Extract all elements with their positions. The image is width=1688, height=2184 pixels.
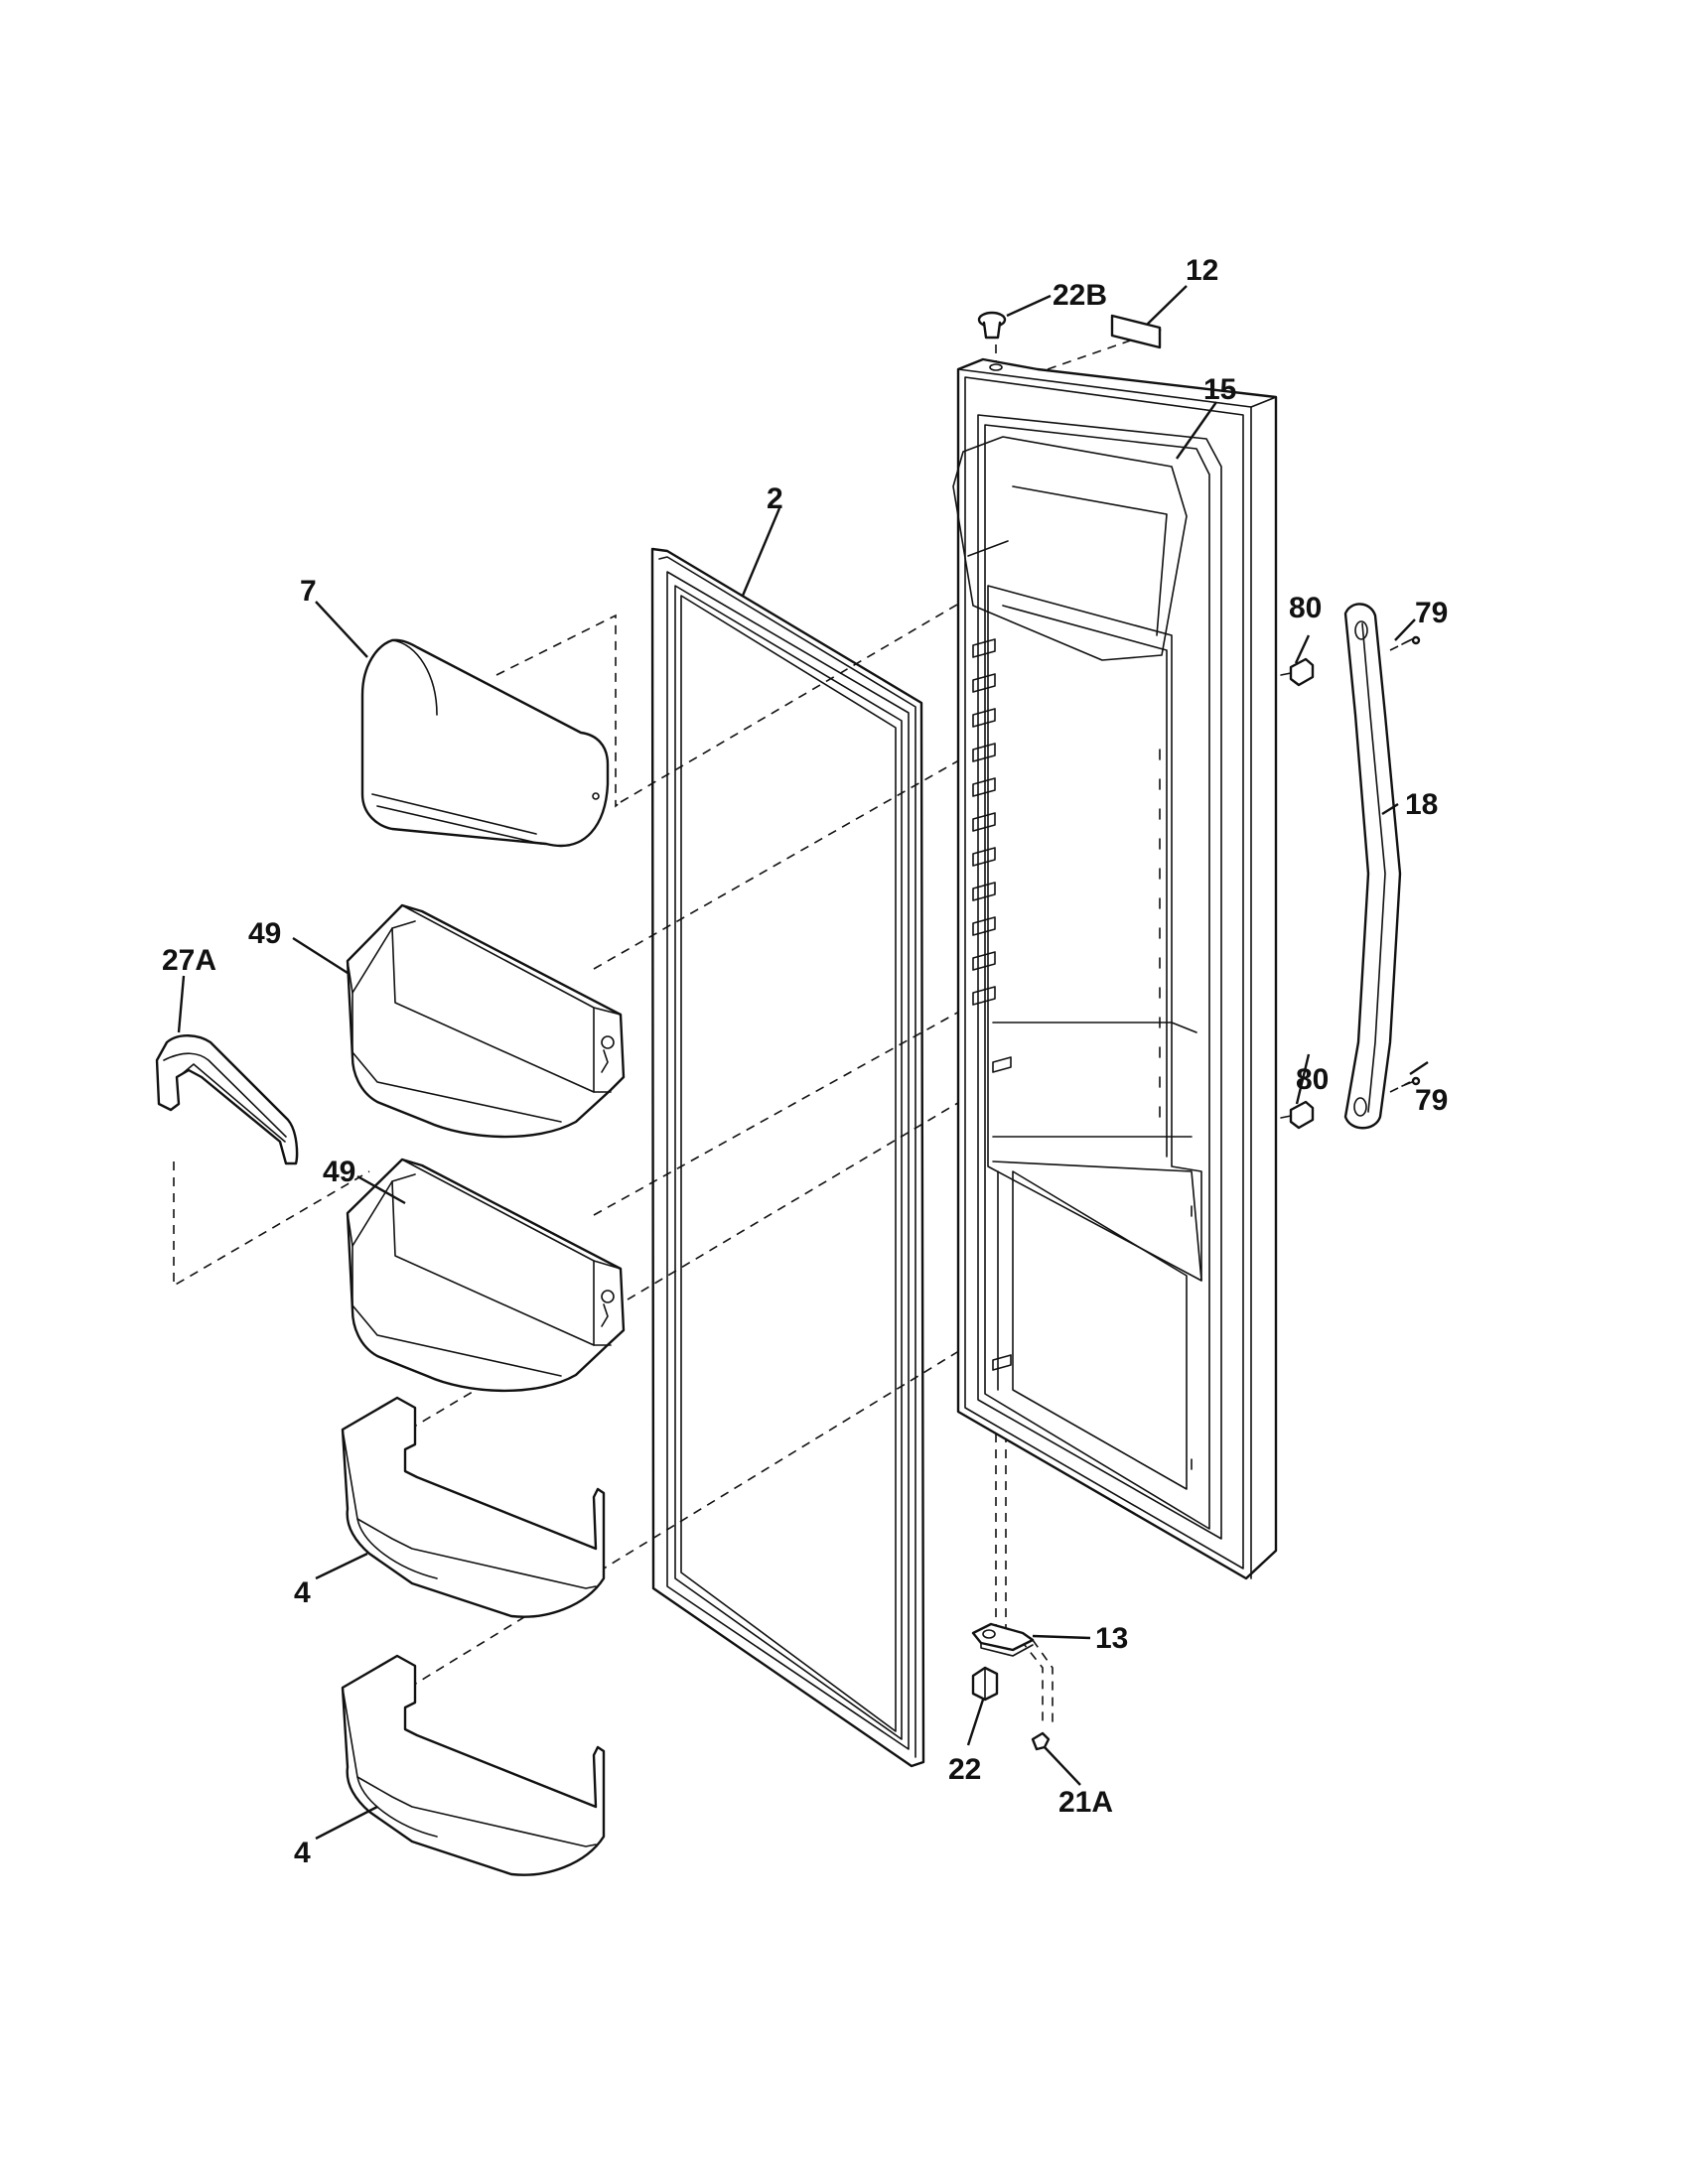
callout-12: 12 <box>1186 254 1218 287</box>
bin-handle-part <box>155 1034 299 1165</box>
door-bin-upper-part <box>346 903 626 1139</box>
callout-21a: 21A <box>1058 1786 1113 1819</box>
hinge-plug-part <box>977 311 1007 371</box>
door-handle-part <box>1343 603 1402 1130</box>
callout-labels: 12 22B 15 2 7 80 79 18 49 27A 49 80 79 1… <box>162 254 1448 1869</box>
handle-screw-upper-part <box>1401 635 1421 645</box>
door-bin-lower-part <box>346 1158 626 1393</box>
callout-15: 15 <box>1203 373 1236 406</box>
shelf-studs-left <box>972 638 1012 1371</box>
callout-49-bottom: 49 <box>323 1156 355 1188</box>
shelf-studs-right <box>1159 749 1193 1470</box>
callout-79-bottom: 79 <box>1415 1084 1448 1117</box>
leader-lines <box>177 285 1429 1841</box>
bottom-hinge-part <box>971 1622 1035 1657</box>
callout-27a: 27A <box>162 944 216 977</box>
callout-49-top: 49 <box>248 917 281 950</box>
dairy-door-part <box>360 638 610 847</box>
callout-22b: 22B <box>1053 279 1107 312</box>
handle-stud-lower-part <box>1280 1100 1315 1130</box>
handle-stud-upper-part <box>1280 657 1315 687</box>
door-assembly <box>952 357 1278 1580</box>
callout-18: 18 <box>1405 788 1438 821</box>
callout-2: 2 <box>767 482 783 515</box>
hinge-pin-part <box>971 1666 999 1702</box>
callout-4-top: 4 <box>294 1576 311 1609</box>
door-shelf-upper-part <box>341 1396 606 1618</box>
nameplate-part <box>1110 314 1162 349</box>
callout-80-bottom: 80 <box>1296 1063 1329 1096</box>
callout-22: 22 <box>948 1753 981 1786</box>
handle-screw-lower-part <box>1401 1076 1421 1087</box>
callout-4-bottom: 4 <box>294 1837 311 1869</box>
callout-13: 13 <box>1095 1622 1128 1655</box>
callout-79-top: 79 <box>1415 597 1448 629</box>
callout-7: 7 <box>300 575 317 608</box>
door-shelf-lower-part <box>341 1654 606 1876</box>
callout-80-top: 80 <box>1289 592 1322 624</box>
door-gasket-part <box>650 547 925 1768</box>
hinge-screw-part <box>1031 1731 1051 1751</box>
